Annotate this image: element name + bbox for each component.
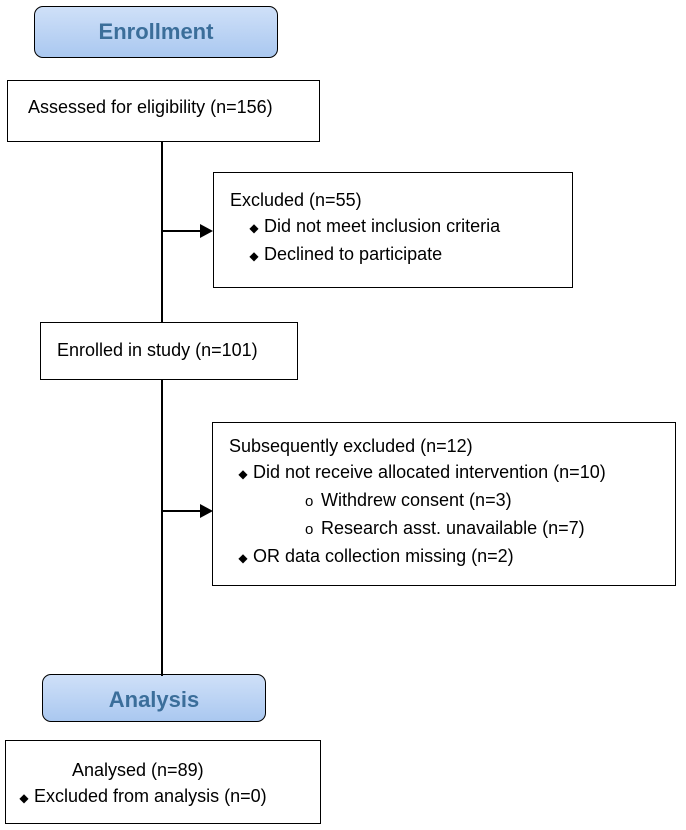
analysed-item-label: Excluded from analysis (n=0) <box>34 786 267 806</box>
subsequently-excluded-title: Subsequently excluded (n=12) <box>229 436 473 456</box>
excluded-title: Excluded (n=55) <box>230 190 362 210</box>
circle-bullet-icon: o <box>305 521 314 538</box>
diamond-bullet-icon: ◆ <box>249 221 259 235</box>
subsequently-excluded-subitem: o Withdrew consent (n=3) <box>229 487 675 515</box>
excluded-item: ◆ Declined to participate <box>230 241 572 269</box>
analysed-item: ◆ Excluded from analysis (n=0) <box>14 783 320 811</box>
subsequently-excluded-subitem-label: Withdrew consent (n=3) <box>321 490 512 510</box>
enrolled-box: Enrolled in study (n=101) <box>40 322 298 380</box>
excluded-box: Excluded (n=55) ◆ Did not meet inclusion … <box>213 172 573 288</box>
diamond-bullet-icon: ◆ <box>238 551 248 565</box>
enrollment-header: Enrollment <box>34 6 278 58</box>
branch-line-excluded <box>162 230 200 232</box>
excluded-item-label: Declined to participate <box>264 244 443 264</box>
subsequently-excluded-item: ◆ OR data collection missing (n=2) <box>229 543 675 571</box>
subsequently-excluded-subitem-label: Research asst. unavailable (n=7) <box>321 518 585 538</box>
diamond-bullet-icon: ◆ <box>19 791 29 805</box>
main-flow-line-top <box>161 142 163 322</box>
subsequently-excluded-item: ◆ Did not receive allocated intervention … <box>229 459 675 487</box>
branch-line-subsequently-excluded <box>162 510 200 512</box>
diamond-bullet-icon: ◆ <box>249 249 259 263</box>
subsequently-excluded-item-label: Did not receive allocated intervention (… <box>253 462 606 482</box>
subsequently-excluded-box: Subsequently excluded (n=12) ◆ Did not re… <box>212 422 676 586</box>
subsequently-excluded-item-label: OR data collection missing (n=2) <box>253 546 514 566</box>
excluded-item: ◆ Did not meet inclusion criteria <box>230 213 572 241</box>
main-flow-line-bottom <box>161 380 163 676</box>
assessed-box: Assessed for eligibility (n=156) <box>7 80 320 142</box>
enrolled-text: Enrolled in study (n=101) <box>57 340 258 360</box>
analysis-header: Analysis <box>42 674 266 722</box>
excluded-item-label: Did not meet inclusion criteria <box>264 216 501 236</box>
circle-bullet-icon: o <box>305 493 314 510</box>
analysed-box: Analysed (n=89) ◆ Excluded from analysis … <box>5 740 321 824</box>
arrowhead-excluded <box>200 224 213 238</box>
analysed-title: Analysed (n=89) <box>72 760 204 780</box>
assessed-text: Assessed for eligibility (n=156) <box>28 97 273 117</box>
subsequently-excluded-subitem: o Research asst. unavailable (n=7) <box>229 515 675 543</box>
arrowhead-subsequently-excluded <box>200 504 213 518</box>
diamond-bullet-icon: ◆ <box>238 467 248 481</box>
